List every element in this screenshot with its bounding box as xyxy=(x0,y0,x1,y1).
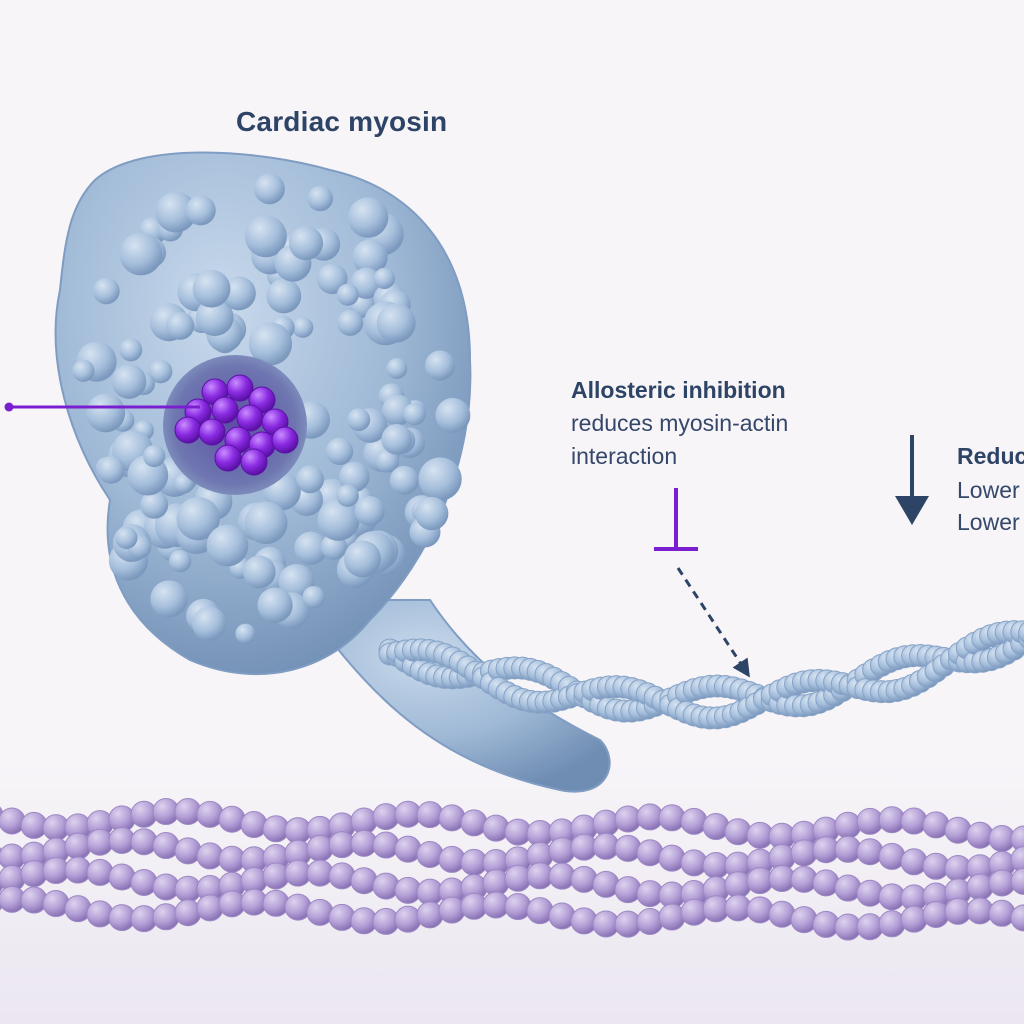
effect-line-1: Lower xyxy=(957,477,1020,503)
myosin-tail-coiled-coil xyxy=(378,620,1024,730)
allosteric-line-2: interaction xyxy=(571,443,678,469)
allosteric-title: Allosteric inhibition xyxy=(571,377,786,403)
dashed-arrow-to-actin xyxy=(676,567,750,678)
effect-title: Reduc xyxy=(957,443,1024,469)
t-bar-icon xyxy=(654,488,698,551)
diagram-title: Cardiac myosin xyxy=(236,106,448,137)
actin-filament xyxy=(0,798,1024,941)
pointer-leader-line xyxy=(4,402,200,412)
down-arrow-icon xyxy=(895,435,929,525)
effect-line-2: Lower xyxy=(957,509,1020,535)
allosteric-line-1: reduces myosin-actin xyxy=(571,410,789,436)
